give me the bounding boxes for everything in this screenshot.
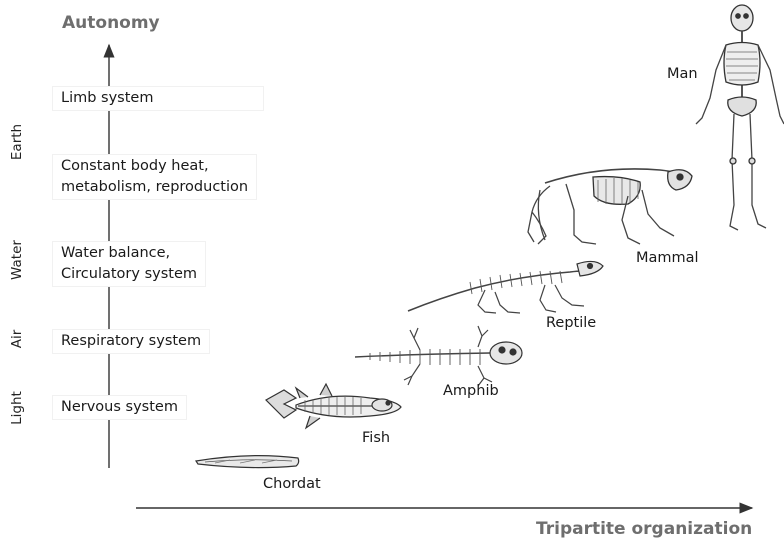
chordat-illustration	[196, 456, 299, 468]
species-label-mammal: Mammal	[636, 250, 699, 266]
species-label-reptile: Reptile	[546, 315, 596, 331]
species-label-amphib: Amphib	[443, 383, 499, 399]
species-label-man: Man	[667, 66, 698, 82]
mammal-illustration	[528, 169, 692, 244]
species-label-fish: Fish	[362, 430, 390, 446]
amphibian-illustration	[355, 326, 522, 386]
species-label-chordat: Chordat	[263, 476, 321, 492]
human-skeleton-illustration	[696, 5, 784, 230]
fish-illustration	[266, 384, 401, 428]
reptile-illustration	[408, 261, 603, 313]
